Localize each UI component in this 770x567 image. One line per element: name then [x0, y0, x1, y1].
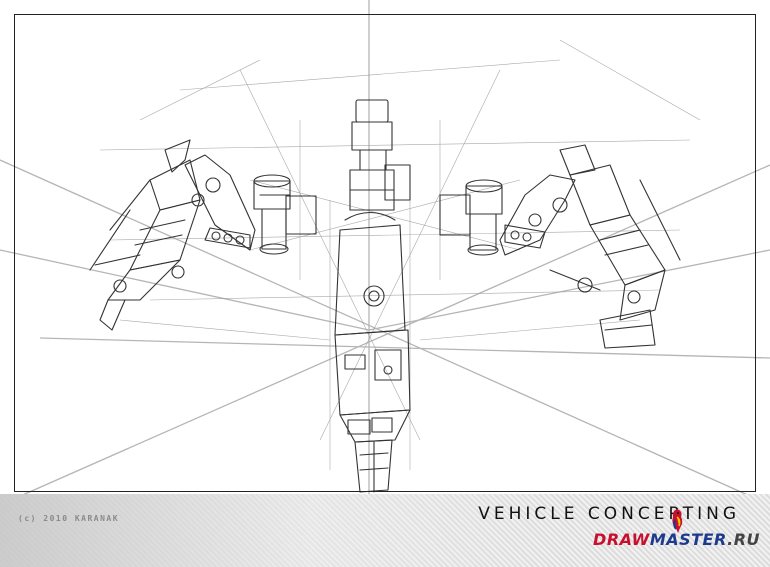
mech-body-sketch: [89, 99, 681, 493]
footer-band: [0, 494, 770, 567]
brand-part-domain: .RU: [727, 530, 760, 549]
parrot-mascot-icon: [672, 509, 683, 533]
copyright-text: (c) 2010 KARANAK: [18, 514, 120, 523]
brand-part-master: MASTER: [649, 530, 728, 549]
drawing-frame: [14, 14, 756, 492]
brand-logo-text: DRAWMASTER.RU: [593, 530, 760, 549]
page-title: VEHICLE CONCEPTING: [478, 504, 740, 524]
brand-part-draw: DRAW: [593, 530, 650, 549]
